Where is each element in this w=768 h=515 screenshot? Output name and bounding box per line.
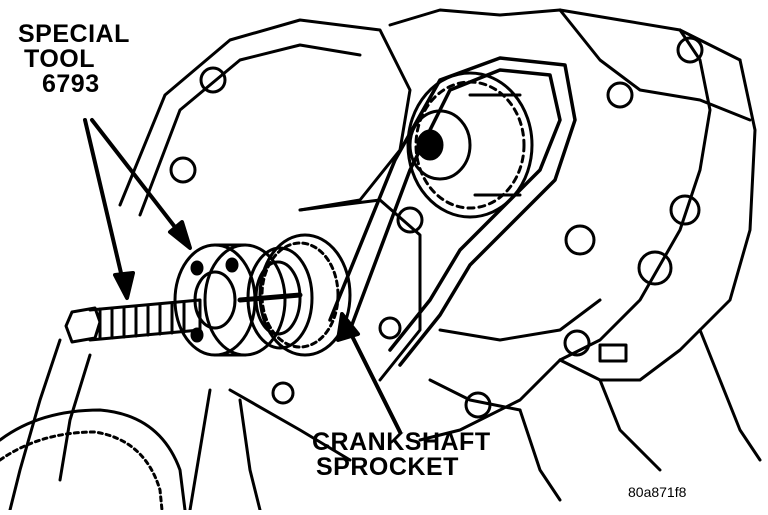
special-tool-label-line2: TOOL bbox=[24, 45, 95, 73]
crankshaft-sprocket-label: CRANKSHAFT SPROCKET bbox=[312, 430, 491, 480]
engine-block-outline bbox=[8, 8, 762, 512]
special-tool-label-line3: 6793 bbox=[42, 70, 100, 98]
lower-cover bbox=[0, 408, 187, 512]
timing-belt bbox=[328, 56, 577, 367]
bolt-heads bbox=[169, 36, 704, 419]
figure-id: 80a871f8 bbox=[628, 484, 687, 500]
callout-arrows bbox=[83, 118, 402, 434]
special-tool-label-line1: SPECIAL bbox=[18, 20, 130, 48]
special-tool-puller bbox=[64, 243, 303, 357]
crankshaft-sprocket-label-line1: CRANKSHAFT bbox=[312, 428, 491, 456]
crankshaft-sprocket-label-line2: SPROCKET bbox=[316, 453, 459, 481]
special-tool-label: SPECIAL TOOL 6793 bbox=[18, 22, 130, 97]
camshaft-sprocket bbox=[406, 71, 534, 219]
